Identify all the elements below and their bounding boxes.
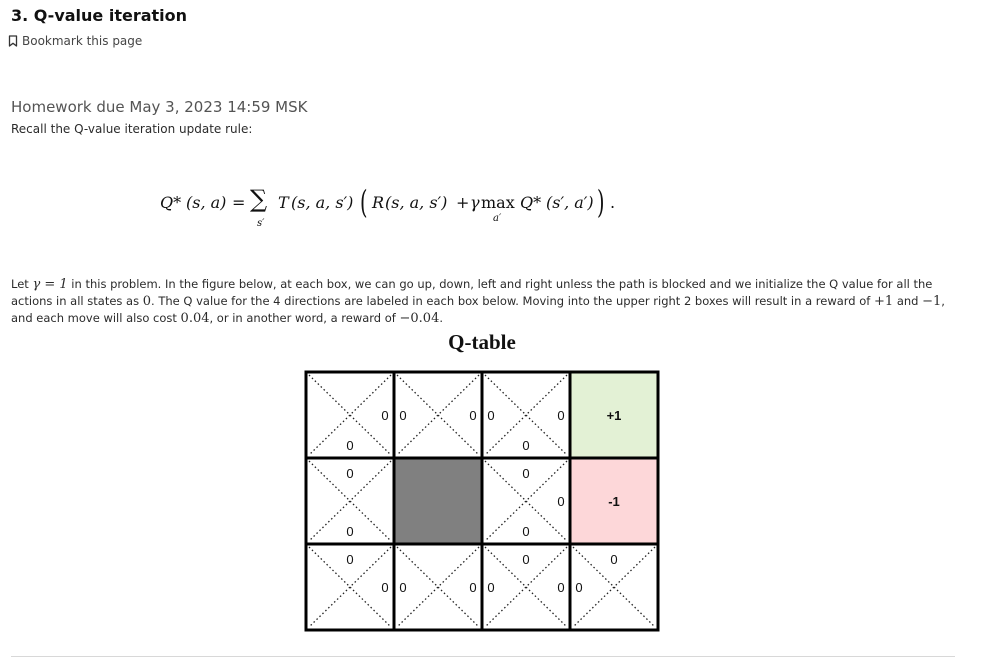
q-cell-r2c2-q-right: 0 — [557, 580, 564, 595]
q-cell-r1c2-diagonal-b — [484, 460, 568, 542]
para-plus-one: +1 — [874, 294, 894, 309]
formula-period: . — [610, 193, 616, 212]
formula-t: T — [278, 193, 289, 212]
q-cell-r1c2-q-up: 0 — [522, 466, 529, 481]
formula-plus: + — [456, 193, 470, 212]
formula-q-args: (s′, a′) — [546, 193, 594, 212]
formula-q-star-2: Q* — [520, 193, 542, 212]
formula-sum-sub: s′ — [257, 218, 265, 229]
para-text-2: in this problem. In the figure below, at… — [11, 277, 933, 308]
q-cell-r1c0-q-up: 0 — [346, 466, 353, 481]
q-cell-r0c3-terminal — [570, 372, 658, 458]
q-iteration-formula: Q* (s, a) = ∑ s′ T (s, a, s′) ( R (s, a,… — [160, 183, 616, 229]
q-cell-r2c2-q-left: 0 — [487, 580, 494, 595]
q-cell-r2c2-diagonal-a — [484, 546, 568, 628]
formula-max-sub: a′ — [493, 213, 502, 224]
q-cell-r2c0-q-up: 0 — [346, 552, 353, 567]
q-cell-r2c0-diagonal-b — [308, 546, 392, 628]
q-cell-r0c2-diagonal-a — [484, 374, 568, 456]
q-cell-r0c2-q-down: 0 — [522, 438, 529, 453]
q-cell-r2c1-q-left: 0 — [399, 580, 406, 595]
q-cell-r0c1-diagonal-a — [396, 374, 480, 456]
q-cell-r2c3-q-up: 0 — [610, 552, 617, 567]
formula-r: R — [372, 193, 385, 212]
bookmark-label: Bookmark this page — [22, 34, 143, 48]
q-cell-r0c0-q-down: 0 — [346, 438, 353, 453]
formula-max: max — [481, 193, 515, 212]
para-minus-one: −1 — [922, 294, 942, 309]
q-cell-r0c0-diagonal-b — [308, 374, 392, 456]
q-cell-r0c2-q-left: 0 — [487, 408, 494, 423]
para-neg-cost: −0.04 — [399, 311, 440, 326]
para-text-6: , or in another word, a reward of — [209, 311, 400, 325]
formula-q-star: Q* — [160, 193, 182, 212]
q-cell-r1c3-reward-label: -1 — [608, 494, 620, 509]
q-cell-r0c0-q-right: 0 — [381, 408, 388, 423]
q-cell-r0c1-q-left: 0 — [399, 408, 406, 423]
formula-r-args: (s, a, s′) — [385, 193, 448, 212]
q-cell-r1c2-diagonal-a — [484, 460, 568, 542]
q-cell-r2c3-q-left: 0 — [575, 580, 582, 595]
q-cell-r1c0-diagonal-b — [308, 460, 392, 542]
q-cell-r0c3-reward-label: +1 — [607, 408, 622, 423]
q-cell-r0c1-diagonal-b — [396, 374, 480, 456]
formula-gamma: γ — [470, 193, 480, 212]
para-text-3: . The Q value for the 4 directions are l… — [151, 294, 874, 308]
para-text-1: Let — [11, 277, 33, 291]
q-cell-r0c0-diagonal-a — [308, 374, 392, 456]
q-cell-r1c3-terminal — [570, 458, 658, 544]
q-cell-r1c2-q-right: 0 — [557, 494, 564, 509]
q-cell-r0c1-q-right: 0 — [469, 408, 476, 423]
bookmark-button[interactable]: Bookmark this page — [8, 34, 142, 48]
q-cell-r1c0-q-down: 0 — [346, 524, 353, 539]
q-cell-r2c0-diagonal-a — [308, 546, 392, 628]
q-cell-r1c1-wall — [394, 458, 482, 544]
q-cell-r1c2-q-down: 0 — [522, 524, 529, 539]
q-cell-r0c2-q-right: 0 — [557, 408, 564, 423]
para-zero: 0 — [142, 294, 152, 309]
para-cost: 0.04 — [180, 311, 210, 326]
recall-text: Recall the Q-value iteration update rule… — [11, 122, 253, 136]
q-cell-r2c1-diagonal-b — [396, 546, 480, 628]
para-text-4: and — [893, 294, 923, 308]
qtable-title: Q-table — [448, 330, 516, 354]
q-cell-r2c2-diagonal-b — [484, 546, 568, 628]
q-cell-r2c3-diagonal-b — [572, 546, 656, 628]
divider — [11, 656, 955, 657]
formula-t-args: (s, a, s′) — [291, 193, 354, 212]
unit-title: 3. Q-value iteration — [11, 6, 188, 25]
q-cell-r2c2-q-up: 0 — [522, 552, 529, 567]
q-cell-r1c0-diagonal-a — [308, 460, 392, 542]
para-text-7: . — [439, 311, 444, 325]
formula-eq: = — [232, 193, 246, 212]
formula-sum: ∑ — [250, 185, 268, 213]
problem-header: Homework due May 3, 2023 14:59 MSK — [11, 98, 308, 116]
para-gamma: γ = 1 — [32, 277, 68, 292]
problem-description: Let γ = 1 in this problem. In the figure… — [11, 276, 966, 327]
q-cell-r0c2-diagonal-b — [484, 374, 568, 456]
para-text-5: , and each move will also cost — [11, 294, 945, 325]
q-cell-r2c1-q-right: 0 — [469, 580, 476, 595]
q-cell-r2c3-diagonal-a — [572, 546, 656, 628]
formula-lhs-args: (s, a) — [186, 193, 227, 212]
q-cell-r2c1-diagonal-a — [396, 546, 480, 628]
bookmark-icon — [8, 35, 18, 47]
q-cell-r2c0-q-right: 0 — [381, 580, 388, 595]
